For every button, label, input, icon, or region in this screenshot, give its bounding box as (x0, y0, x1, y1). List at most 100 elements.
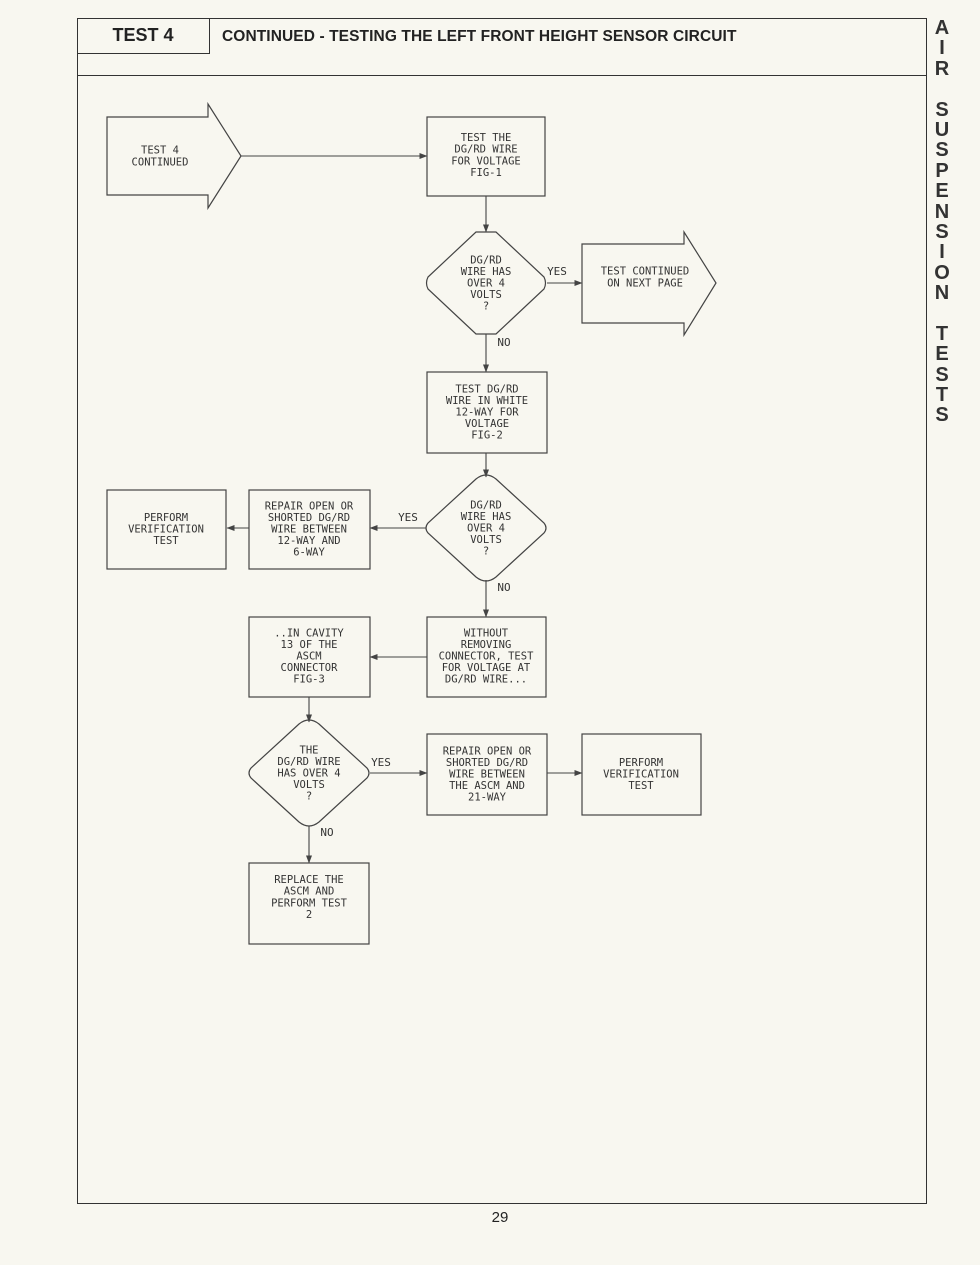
flow-text-line: THE (300, 744, 319, 756)
flow-text-line: WIRE BETWEEN (271, 524, 347, 536)
flow-text-line: REMOVING (461, 639, 512, 651)
flow-text-line: ASCM AND (284, 886, 335, 898)
flow-text-line: FOR VOLTAGE AT (442, 662, 531, 674)
flow-text-line: OVER 4 (467, 523, 505, 535)
side-tab-letter: T (935, 322, 949, 345)
continued-arrow-shape (581, 229, 717, 338)
flow-text-line: ? (483, 546, 489, 558)
side-tab-letter: I (939, 37, 945, 60)
flow-text-line: SHORTED DG/RD (446, 757, 528, 769)
flow-text-line: 13 OF THE (281, 639, 338, 651)
flow-text-line: FOR VOLTAGE (451, 155, 521, 167)
repair2-box (426, 733, 548, 816)
flow-text-line: PERFORM TEST (271, 897, 348, 909)
page-number: 29 (491, 1209, 509, 1226)
page-frame (77, 18, 927, 1204)
side-tab-letter: E (935, 180, 949, 203)
flow-text-line: VERIFICATION (603, 769, 679, 781)
side-tab-letter: S (935, 404, 949, 427)
flow-text-line: VOLTS (293, 779, 325, 791)
flow-text-line: 12-WAY FOR (455, 407, 519, 419)
flow-text-line: ON NEXT PAGE (607, 277, 683, 289)
flow-text-line: REPAIR OPEN OR (443, 745, 532, 757)
step2-box (426, 371, 548, 454)
decision3-diamond (248, 719, 370, 827)
flow-text-line: VOLTS (470, 289, 502, 301)
flow-text-line: 21-WAY (468, 792, 507, 804)
side-tab-letter: S (935, 139, 949, 162)
flow-text-line: CONNECTOR (281, 662, 339, 674)
flow-text-line: SHORTED DG/RD (268, 512, 350, 524)
flow-text-line: DG/RD WIRE (454, 144, 517, 156)
decision2-yes-label: YES (398, 511, 418, 524)
verify1-box (106, 489, 227, 570)
flow-text-line: WIRE IN WHITE (446, 395, 528, 407)
repair1-box (248, 489, 371, 570)
flow-text-line: ASCM (296, 651, 321, 663)
decision3-yes-label: YES (371, 756, 391, 769)
flow-text-line: TEST (153, 535, 179, 547)
side-tab-letter: E (935, 343, 949, 366)
flow-text-line: DG/RD (470, 499, 502, 511)
side-tab-letter: U (934, 118, 950, 141)
flow-text-line: ? (306, 791, 312, 803)
decision1-no-label: NO (497, 336, 510, 349)
flow-text-line: PERFORM (144, 512, 188, 524)
flow-text-line: TEST (628, 780, 654, 792)
flow-text-line: REPAIR OPEN OR (265, 500, 354, 512)
flow-text-line: WIRE HAS (461, 511, 512, 523)
start-arrow-shape (106, 101, 242, 211)
decision1-yes-label: YES (547, 265, 567, 278)
verify2-box (581, 733, 702, 816)
page-title: CONTINUED - TESTING THE LEFT FRONT HEIGH… (222, 28, 737, 45)
flow-text-line: TEST 4 (141, 145, 179, 157)
flow-text-line: 2 (306, 909, 312, 921)
header: TEST 4 CONTINUED - TESTING THE LEFT FRON… (77, 18, 927, 76)
side-tab-letter: T (935, 384, 949, 407)
flow-text-line: TEST CONTINUED (601, 266, 690, 278)
flow-text-line: PERFORM (619, 757, 663, 769)
side-tab-letter: S (935, 220, 949, 243)
flow-text-line: VERIFICATION (128, 524, 204, 536)
decision2-no-label: NO (497, 581, 510, 594)
flow-text-line: FIG-3 (293, 674, 325, 686)
flow-text-line: THE ASCM AND (449, 780, 525, 792)
flow-text-line: FIG-1 (470, 167, 502, 179)
side-tab-letter: R (934, 57, 950, 80)
flow-text-line: REPLACE THE (274, 874, 344, 886)
flow-text-line: WIRE HAS (461, 266, 512, 278)
flow-text-line: 6-WAY (293, 547, 325, 559)
flow-text-line: VOLTS (470, 534, 502, 546)
side-tab-letter: I (939, 241, 945, 264)
flow-text-line: WIRE BETWEEN (449, 769, 525, 781)
flow-text-line: ? (483, 301, 489, 313)
flow-text-line: HAS OVER 4 (277, 768, 340, 780)
flow-text-line: ..IN CAVITY (274, 627, 344, 639)
flow-text-line: DG/RD WIRE (277, 756, 340, 768)
replace-box (248, 862, 370, 945)
flow-text-line: DG/RD WIRE... (445, 674, 527, 686)
side-tab-letter: S (935, 363, 949, 386)
flow-text-line: 12-WAY AND (277, 535, 340, 547)
side-tab-letter: N (934, 200, 950, 223)
side-tab-letter: P (935, 159, 949, 182)
side-tab-letter: N (934, 282, 950, 305)
flow-text-line: TEST THE (461, 132, 512, 144)
flow-text-line: TEST DG/RD (455, 383, 518, 395)
side-tab-letter: S (935, 98, 949, 121)
flow-text-line: WITHOUT (464, 627, 509, 639)
